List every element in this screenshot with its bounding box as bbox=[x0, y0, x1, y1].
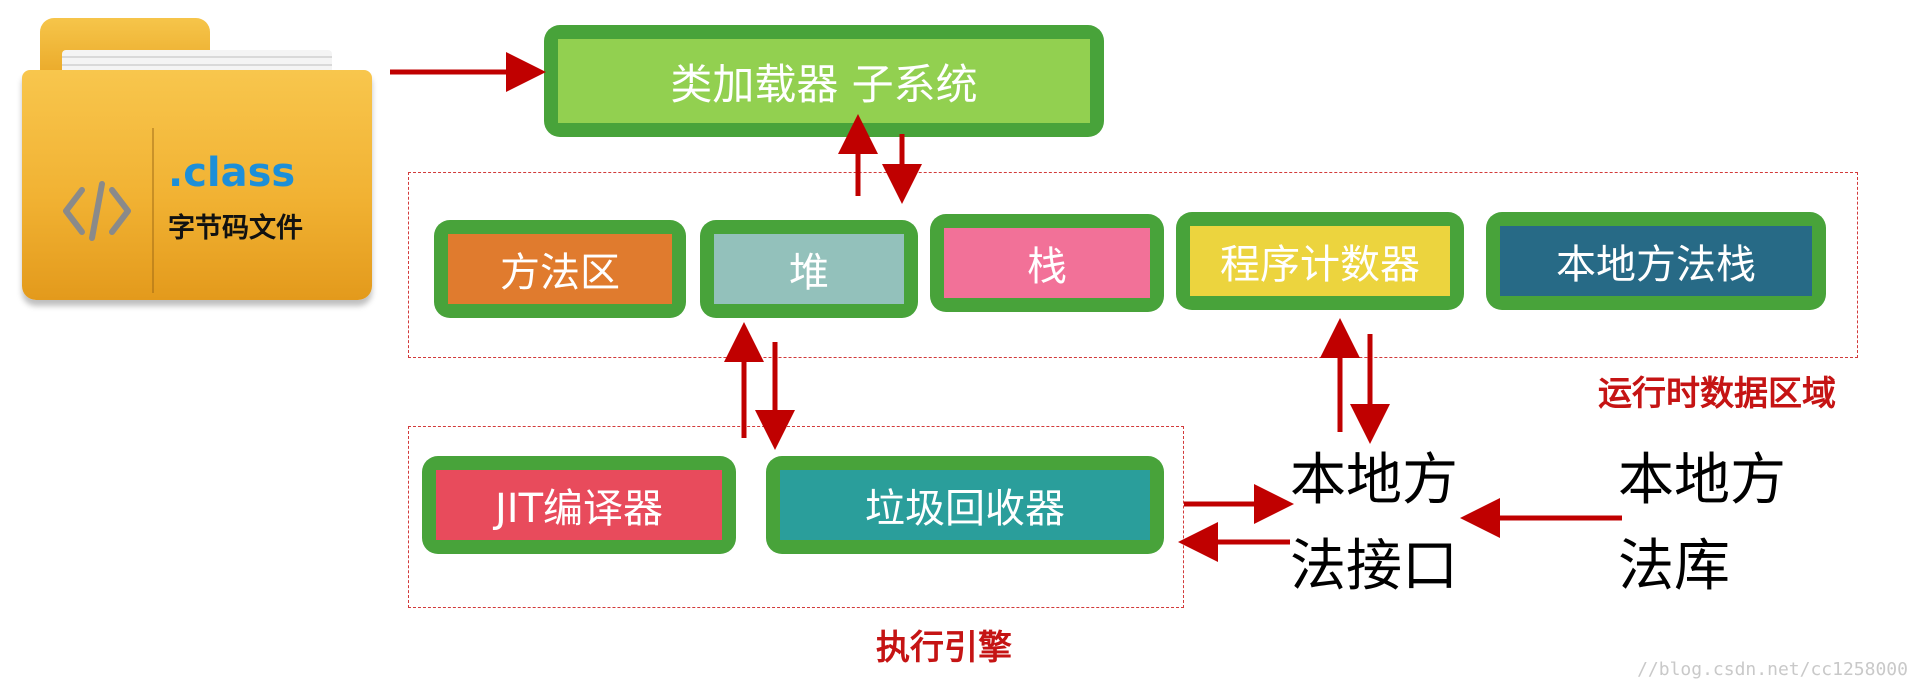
garbage-collector-label: 垃圾回收器 bbox=[780, 470, 1150, 540]
class-loader-subsystem-box: 类加载器 子系统 bbox=[544, 25, 1104, 137]
folder-divider bbox=[152, 128, 154, 293]
class-loader-subsystem-label: 类加载器 子系统 bbox=[558, 39, 1090, 123]
native-method-library-label: 本地方 法库 bbox=[1618, 448, 1786, 599]
watermark: //blog.csdn.net/cc1258000 bbox=[1637, 659, 1908, 680]
heap-label: 堆 bbox=[714, 234, 904, 304]
heap-box: 堆 bbox=[700, 220, 918, 318]
runtime-data-area-region bbox=[408, 172, 1858, 358]
program-counter-label: 程序计数器 bbox=[1190, 226, 1450, 296]
program-counter-box: 程序计数器 bbox=[1176, 212, 1464, 310]
method-area-label: 方法区 bbox=[448, 234, 672, 304]
class-extension-label: .class bbox=[168, 150, 296, 196]
garbage-collector-box: 垃圾回收器 bbox=[766, 456, 1164, 554]
runtime-data-area-label: 运行时数据区域 bbox=[1598, 374, 1836, 414]
folder-body bbox=[22, 70, 372, 300]
bytecode-file-label: 字节码文件 bbox=[168, 213, 303, 244]
stack-box: 栈 bbox=[930, 214, 1164, 312]
method-area-box: 方法区 bbox=[434, 220, 686, 318]
jit-compiler-label: JIT编译器 bbox=[436, 470, 722, 540]
native-method-stack-label: 本地方法栈 bbox=[1500, 226, 1812, 296]
code-brackets-icon bbox=[63, 181, 131, 241]
native-method-stack-box: 本地方法栈 bbox=[1486, 212, 1826, 310]
class-file-folder-icon: .class 字节码文件 bbox=[22, 18, 372, 300]
native-method-interface-label: 本地方 法接口 bbox=[1290, 448, 1458, 599]
jit-compiler-box: JIT编译器 bbox=[422, 456, 736, 554]
execution-engine-region bbox=[408, 426, 1184, 608]
stack-label: 栈 bbox=[944, 228, 1150, 298]
execution-engine-label: 执行引擎 bbox=[876, 628, 1012, 668]
